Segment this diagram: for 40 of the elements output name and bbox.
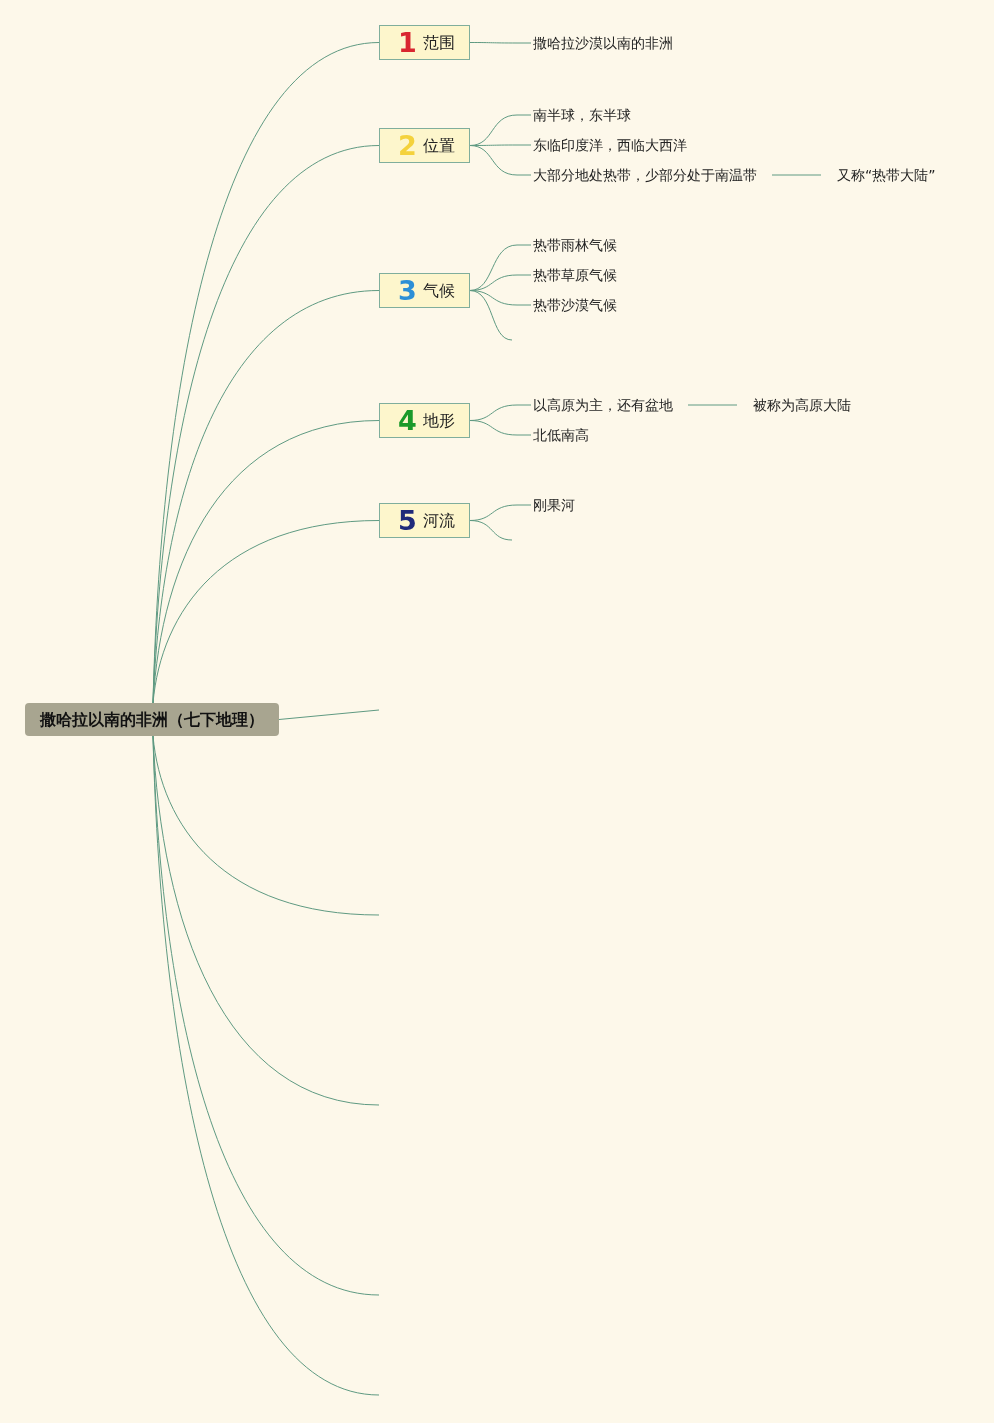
topic-number: 1 bbox=[398, 27, 417, 58]
topic-number: 5 bbox=[398, 505, 417, 536]
subtopic-text: 东临印度洋，西临大西洋 bbox=[533, 135, 687, 155]
subtopic-text: 以高原为主，还有盆地 bbox=[533, 395, 673, 415]
connector-line bbox=[469, 145, 532, 176]
connector-line bbox=[469, 520, 513, 541]
subtopic-text: 北低南高 bbox=[533, 425, 589, 445]
subtopic-text: 撒哈拉沙漠以南的非洲 bbox=[533, 33, 673, 53]
connector-line bbox=[278, 709, 380, 720]
connector-line bbox=[687, 404, 738, 406]
connector-line bbox=[469, 42, 532, 44]
subtopic-text: 南半球，东半球 bbox=[533, 105, 631, 125]
topic-number: 4 bbox=[398, 405, 417, 436]
subtopic-text: 刚果河 bbox=[533, 495, 575, 515]
topic-number: 2 bbox=[398, 130, 417, 161]
subtopic-text: 又称“热带大陆” bbox=[837, 165, 936, 185]
topic-number: 3 bbox=[398, 275, 417, 306]
topic-label: 位置 bbox=[422, 135, 455, 156]
topic-label: 气候 bbox=[422, 280, 455, 301]
subtopic-text: 热带草原气候 bbox=[533, 265, 617, 285]
topic-label: 范围 bbox=[422, 32, 455, 53]
topic-label: 河流 bbox=[422, 510, 455, 531]
connector-line bbox=[771, 174, 822, 176]
connector-line bbox=[469, 420, 532, 436]
subtopic-text: 热带沙漠气候 bbox=[533, 295, 617, 315]
topic-box bbox=[379, 503, 470, 538]
central-topic: 撒哈拉以南的非洲（七下地理） bbox=[25, 703, 279, 736]
connector-line bbox=[152, 735, 380, 1396]
subtopic-text: 热带雨林气候 bbox=[533, 235, 617, 255]
subtopic-text: 大部分地处热带，少部分处于南温带 bbox=[533, 165, 757, 185]
topic-box bbox=[379, 25, 470, 60]
topic-box bbox=[379, 403, 470, 438]
connector-line bbox=[152, 290, 380, 704]
connector-line bbox=[152, 420, 380, 704]
topic-label: 地形 bbox=[422, 410, 455, 431]
topic-box bbox=[379, 128, 470, 163]
connector-line bbox=[152, 520, 380, 704]
connector-line bbox=[469, 290, 513, 341]
topic-box bbox=[379, 273, 470, 308]
subtopic-text: 被称为高原大陆 bbox=[753, 395, 851, 415]
